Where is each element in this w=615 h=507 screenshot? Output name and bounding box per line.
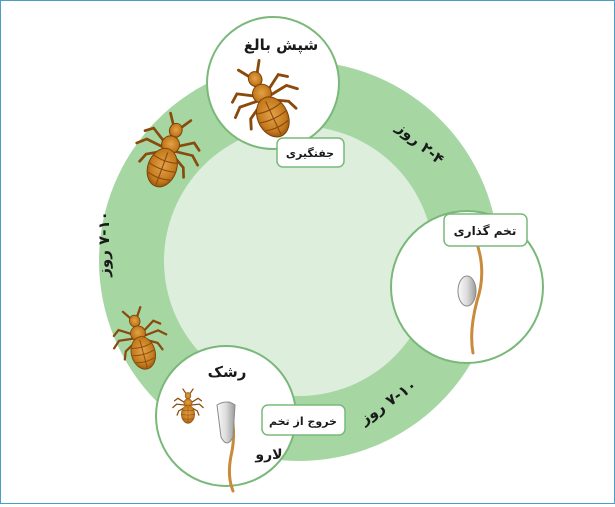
egg-laying-tag: تخم گذاری (454, 224, 517, 238)
nit-egg-icon (458, 276, 476, 306)
duration-nymph-to-adult: ۷-۱۰ روز (95, 211, 113, 278)
hatching-tag: خروج از تخم (269, 415, 337, 429)
stage-adult-title: شپش بالغ (244, 36, 318, 55)
mating-tag: جفتگیری (286, 147, 334, 160)
stage-egg-laying: تخم گذاری (391, 211, 543, 363)
stage-nymph-title: رشک (208, 363, 247, 381)
larva-label: لارو (254, 447, 282, 463)
